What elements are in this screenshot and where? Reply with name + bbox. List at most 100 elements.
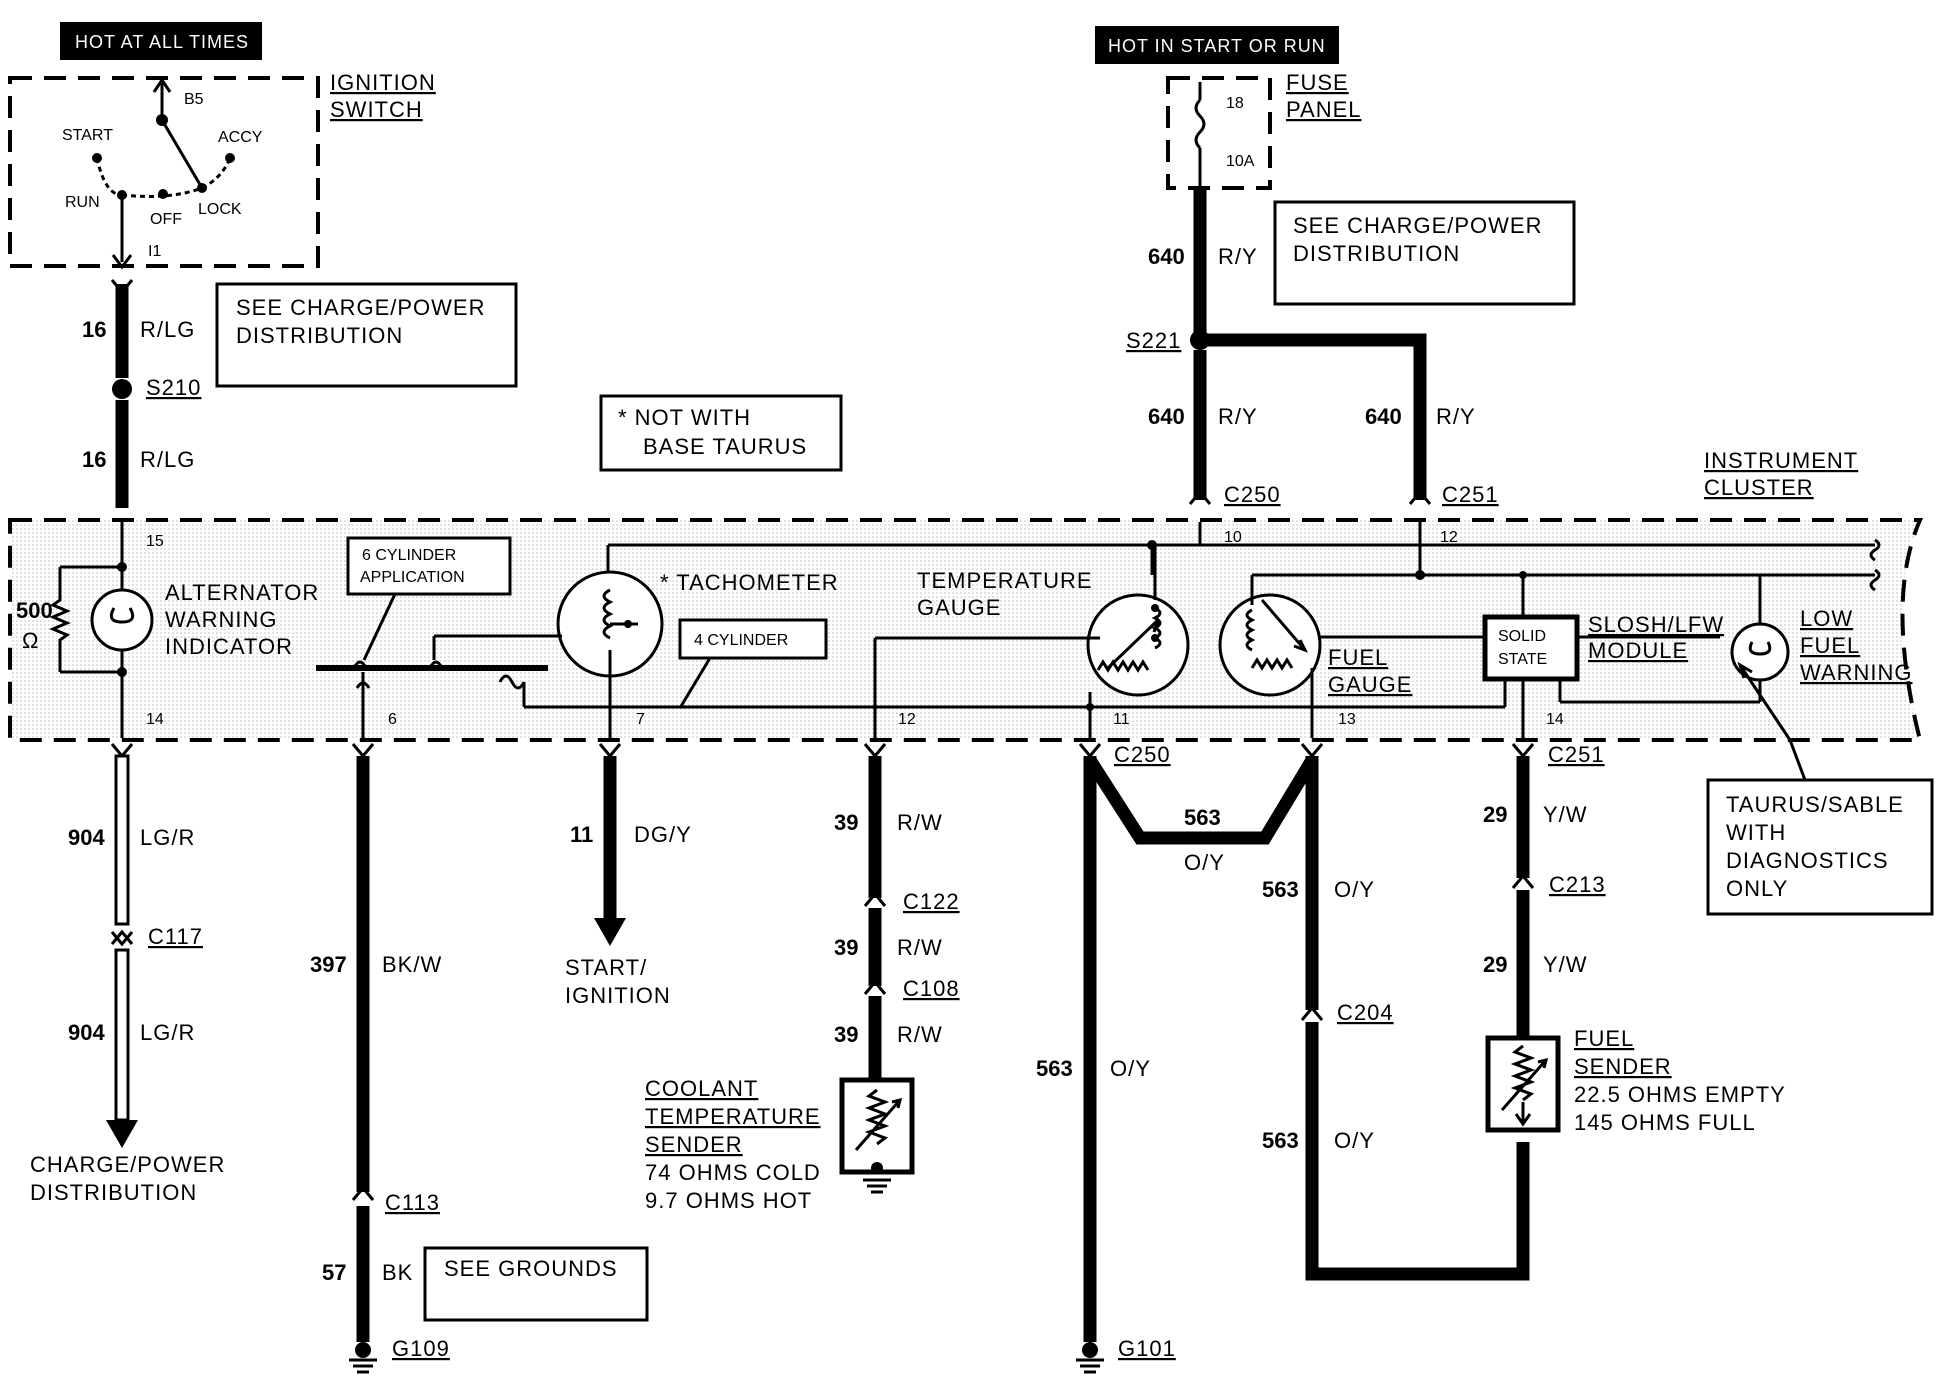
hot-in-start-or-run-tag: HOT IN START OR RUN: [1095, 26, 1339, 64]
svg-text:29: 29: [1483, 802, 1507, 827]
splice-s210: S210: [112, 375, 201, 400]
svg-text:16: 16: [82, 447, 106, 472]
svg-text:* TACHOMETER: * TACHOMETER: [660, 570, 839, 595]
svg-text:500: 500: [16, 598, 53, 623]
hot-at-all-times-tag: HOT AT ALL TIMES: [60, 22, 262, 60]
svg-text:R/W: R/W: [897, 935, 943, 960]
svg-text:904: 904: [68, 1020, 105, 1045]
splice-s221: S221: [1126, 328, 1210, 353]
svg-text:IGNITION: IGNITION: [565, 983, 671, 1008]
svg-text:4 CYLINDER: 4 CYLINDER: [694, 632, 788, 649]
svg-text:10: 10: [1224, 529, 1242, 546]
svg-text:APPLICATION: APPLICATION: [360, 569, 465, 586]
svg-text:14: 14: [146, 711, 164, 728]
svg-text:O/Y: O/Y: [1110, 1056, 1151, 1081]
wire-39: 39 R/W C122 39 R/W C108 39 R/W: [834, 743, 960, 1078]
svg-text:HOT IN START OR RUN: HOT IN START OR RUN: [1108, 36, 1326, 56]
svg-text:TEMPERATURE: TEMPERATURE: [645, 1104, 821, 1129]
svg-text:ONLY: ONLY: [1726, 876, 1788, 901]
svg-text:640: 640: [1148, 404, 1185, 429]
svg-text:LOCK: LOCK: [198, 201, 242, 218]
diagnostics-only-note: TAURUS/SABLE WITH DIAGNOSTICS ONLY: [1706, 661, 1934, 916]
svg-text:G109: G109: [392, 1336, 450, 1361]
svg-text:DG/Y: DG/Y: [634, 822, 692, 847]
svg-text:39: 39: [834, 1022, 858, 1047]
svg-text:9.7 OHMS HOT: 9.7 OHMS HOT: [645, 1188, 812, 1213]
svg-text:R/LG: R/LG: [140, 447, 195, 472]
svg-text:R/W: R/W: [897, 1022, 943, 1047]
svg-text:14: 14: [1546, 711, 1564, 728]
svg-text:S210: S210: [146, 375, 201, 400]
svg-text:15: 15: [146, 533, 164, 550]
svg-text:INDICATOR: INDICATOR: [165, 634, 293, 659]
svg-text:C108: C108: [903, 976, 960, 1001]
svg-text:TAURUS/SABLE: TAURUS/SABLE: [1726, 792, 1904, 817]
svg-text:IGNITION: IGNITION: [330, 70, 436, 95]
svg-text:640: 640: [1365, 404, 1402, 429]
svg-text:R/Y: R/Y: [1218, 244, 1258, 269]
svg-text:WARNING: WARNING: [165, 607, 278, 632]
svg-text:39: 39: [834, 810, 858, 835]
svg-text:R/W: R/W: [897, 810, 943, 835]
svg-text:29: 29: [1483, 952, 1507, 977]
svg-text:397: 397: [310, 952, 347, 977]
svg-text:C251: C251: [1442, 482, 1499, 507]
svg-text:STATE: STATE: [1498, 651, 1547, 668]
svg-text:18: 18: [1226, 95, 1244, 112]
svg-text:C213: C213: [1549, 872, 1606, 897]
svg-text:R/Y: R/Y: [1436, 404, 1476, 429]
svg-text:DIAGNOSTICS: DIAGNOSTICS: [1726, 848, 1889, 873]
svg-text:640: 640: [1148, 244, 1185, 269]
svg-text:C117: C117: [148, 924, 203, 949]
svg-text:OFF: OFF: [150, 211, 182, 228]
svg-text:SLOSH/LFW: SLOSH/LFW: [1588, 612, 1724, 637]
svg-text:O/Y: O/Y: [1334, 877, 1375, 902]
svg-text:6: 6: [388, 711, 397, 728]
svg-text:G101: G101: [1118, 1336, 1176, 1361]
svg-text:FUEL: FUEL: [1800, 633, 1860, 658]
svg-text:FUEL: FUEL: [1328, 645, 1388, 670]
svg-text:SEE CHARGE/POWER: SEE CHARGE/POWER: [236, 295, 485, 320]
svg-text:11: 11: [1113, 711, 1130, 728]
svg-text:GAUGE: GAUGE: [1328, 672, 1412, 697]
svg-text:ACCY: ACCY: [218, 129, 263, 146]
svg-text:563: 563: [1262, 1128, 1299, 1153]
svg-text:39: 39: [834, 935, 858, 960]
ignition-switch: B5 START ACCY RUN OFF LOCK I1 IGNITION S…: [8, 70, 436, 270]
svg-text:ALTERNATOR: ALTERNATOR: [165, 580, 319, 605]
svg-text:Ω: Ω: [22, 628, 39, 653]
svg-text:GAUGE: GAUGE: [917, 595, 1001, 620]
wire-640-right: 640 R/Y C251: [1200, 333, 1499, 507]
wire-563: C250 G101 563 O/Y 563 O/Y 563 O/Y C204 5…: [1036, 742, 1530, 1374]
svg-text:B5: B5: [184, 91, 204, 108]
fuse-panel: 18 10A FUSE PANEL: [1166, 70, 1361, 190]
wire-640-upper: 640 R/Y: [1148, 188, 1258, 333]
svg-text:CLUSTER: CLUSTER: [1704, 475, 1814, 500]
fuel-sender: FUEL SENDER 22.5 OHMS EMPTY 145 OHMS FUL…: [1485, 1026, 1785, 1135]
svg-text:SOLID: SOLID: [1498, 628, 1546, 645]
svg-text:MODULE: MODULE: [1588, 638, 1688, 663]
svg-text:BK: BK: [382, 1260, 413, 1285]
not-with-base-taurus-note: * NOT WITH BASE TAURUS: [599, 394, 843, 472]
svg-text:74 OHMS COLD: 74 OHMS COLD: [645, 1160, 821, 1185]
svg-text:COOLANT: COOLANT: [645, 1076, 758, 1101]
svg-text:WARNING: WARNING: [1800, 660, 1913, 685]
svg-text:904: 904: [68, 825, 105, 850]
svg-text:11: 11: [570, 822, 593, 847]
svg-text:FUEL: FUEL: [1574, 1026, 1634, 1051]
svg-text:R/LG: R/LG: [140, 317, 195, 342]
svg-text:16: 16: [82, 317, 106, 342]
svg-text:SENDER: SENDER: [1574, 1054, 1672, 1079]
svg-text:563: 563: [1262, 877, 1299, 902]
svg-text:O/Y: O/Y: [1334, 1128, 1375, 1153]
svg-text:13: 13: [1338, 711, 1356, 728]
svg-text:12: 12: [1440, 529, 1458, 546]
svg-text:BASE TAURUS: BASE TAURUS: [643, 434, 807, 459]
svg-text:INSTRUMENT: INSTRUMENT: [1704, 448, 1858, 473]
svg-text:RUN: RUN: [65, 194, 100, 211]
svg-text:R/Y: R/Y: [1218, 404, 1258, 429]
svg-text:LG/R: LG/R: [140, 825, 195, 850]
svg-text:7: 7: [636, 711, 645, 728]
svg-text:C113: C113: [385, 1190, 440, 1215]
